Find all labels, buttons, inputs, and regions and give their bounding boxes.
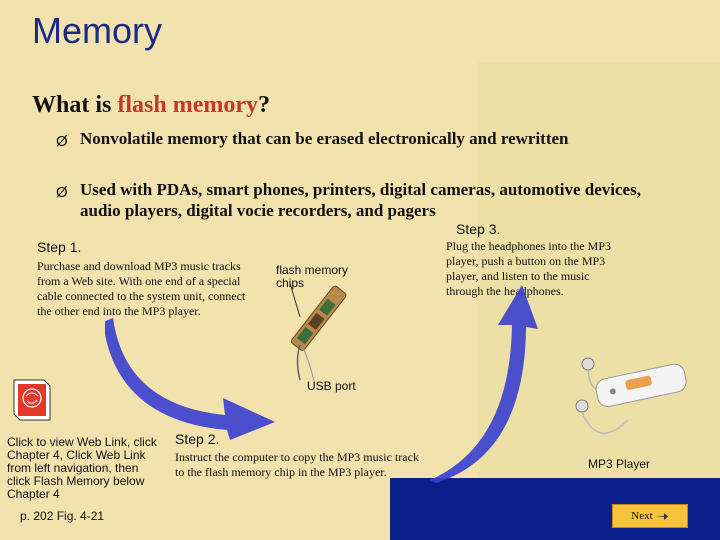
- step2-text: Instruct the computer to copy the MP3 mu…: [175, 450, 419, 479]
- subtitle: What is flash memory?: [32, 92, 270, 119]
- right-panel: [478, 62, 720, 478]
- flash-chip-image: [289, 282, 347, 382]
- usb-port-label: USB port: [307, 379, 356, 393]
- page-title: Memory: [32, 10, 163, 51]
- step2-label: Step 2.: [175, 431, 220, 447]
- bullet-arrow-icon: Ø: [56, 184, 68, 201]
- weblink-text[interactable]: Click to view Web Link, click Chapter 4,…: [7, 435, 157, 501]
- bullet-2-text: Used with PDAs, smart phones, printers, …: [80, 180, 641, 220]
- bottom-left-area: [0, 478, 390, 540]
- figure-reference: p. 202 Fig. 4-21: [20, 509, 105, 523]
- bullet-1-text: Nonvolatile memory that can be erased el…: [80, 129, 569, 148]
- hand-pointer-icon: [655, 513, 668, 520]
- step3-label: Step 3.: [456, 221, 501, 237]
- mp3-player-label: MP3 Player: [588, 457, 651, 471]
- subtitle-highlight: flash memory: [117, 92, 258, 118]
- curved-arrow-icon: [105, 318, 275, 440]
- bullet-arrow-icon: Ø: [56, 133, 68, 150]
- curved-arrow-icon: [430, 285, 538, 483]
- step1-text: Purchase and download MP3 music tracks f…: [37, 259, 246, 318]
- subtitle-prefix: What is: [32, 92, 118, 118]
- weblink-globe-icon[interactable]: [10, 376, 56, 424]
- mp3-player-image: [575, 357, 687, 434]
- step3-text: Plug the headphones into the MP3 player,…: [446, 239, 611, 298]
- next-button[interactable]: Next: [612, 504, 688, 528]
- subtitle-suffix: ?: [258, 92, 270, 118]
- next-button-label: Next: [631, 510, 653, 522]
- step1-label: Step 1.: [37, 239, 82, 255]
